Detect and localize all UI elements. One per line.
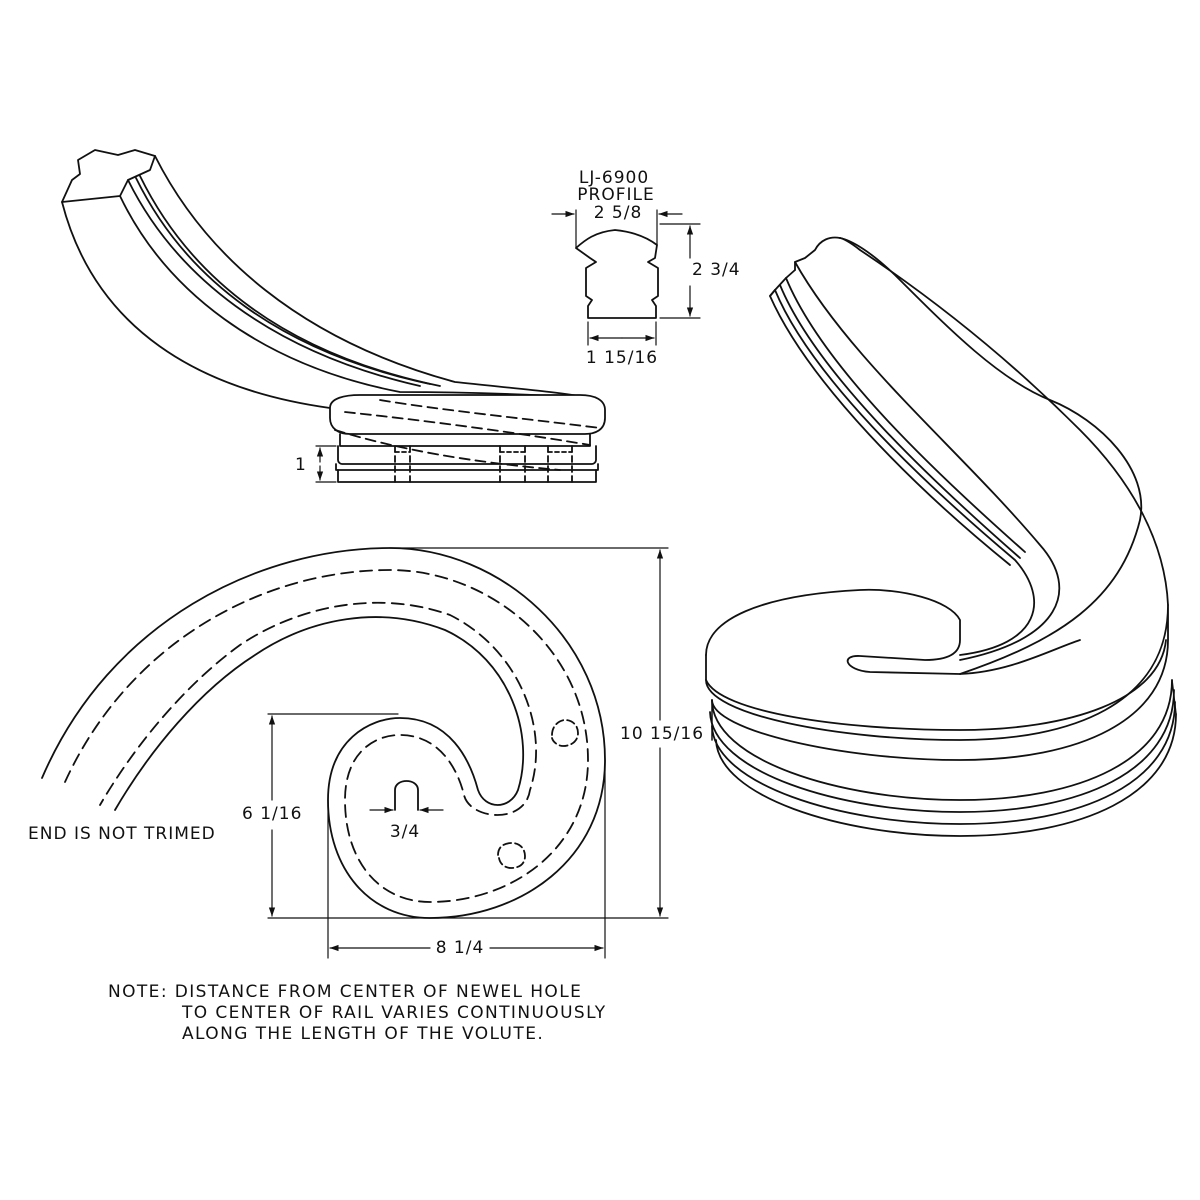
note-line-1: NOTE: DISTANCE FROM CENTER OF NEWEL HOLE: [108, 982, 583, 1002]
plan-view: [41, 547, 669, 959]
newel-hole-dimension: 3/4: [389, 822, 421, 842]
profile-title-line1: LJ-6900: [578, 168, 650, 188]
plan-overall-width-dimension: 8 1/4: [435, 938, 485, 958]
plan-overall-depth-dimension: 10 15/16: [620, 724, 705, 744]
side-elevation: [61, 149, 606, 483]
note-line-2: TO CENTER OF RAIL VARIES CONTINUOUSLY: [182, 1003, 607, 1023]
profile-title-line2: PROFILE: [577, 185, 655, 205]
note-line-3: ALONG THE LENGTH OF THE VOLUTE.: [182, 1024, 545, 1044]
side-height-dimension: 1: [295, 455, 307, 475]
profile-width-bottom-dimension: 1 15/16: [585, 348, 659, 368]
rail-profile: [551, 209, 701, 346]
end-not-trimmed-label: END IS NOT TRIMED: [28, 824, 216, 844]
plan-inner-depth-dimension: 6 1/16: [242, 804, 303, 824]
perspective-view: [705, 236, 1177, 837]
profile-height-dimension: 2 3/4: [692, 260, 741, 280]
profile-width-top-dimension: 2 5/8: [593, 203, 643, 223]
